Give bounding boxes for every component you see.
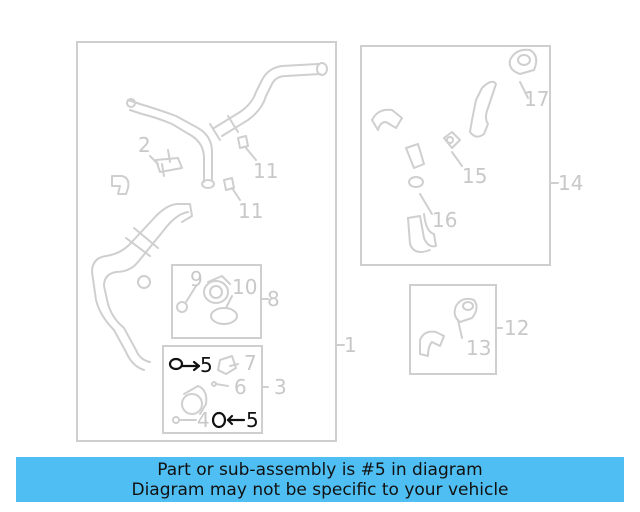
thermostat-housing <box>203 275 231 304</box>
coolant-hose-14 <box>469 80 497 138</box>
bypass-pipe <box>126 98 215 189</box>
fitting-17 <box>508 48 538 75</box>
callout-11a: 11 <box>253 159 278 183</box>
parts-diagram: 1 2 3 4 5 5 6 7 8 9 10 11 11 12 13 14 15… <box>76 41 583 442</box>
hose-12 <box>419 330 445 357</box>
radiator-hose <box>91 203 193 371</box>
callout-3: 3 <box>274 375 287 399</box>
connector-2 <box>155 149 183 177</box>
gasket-4 <box>172 416 180 424</box>
assembly-1-frame <box>76 41 337 442</box>
callout-8: 8 <box>267 287 280 311</box>
callout-12: 12 <box>504 316 529 340</box>
callout-11b: 11 <box>238 199 263 223</box>
clip-11b <box>223 177 235 191</box>
elbow-hose-14 <box>371 108 403 131</box>
water-outlet-housing <box>181 385 208 415</box>
callout-4: 4 <box>197 408 210 432</box>
highlighted-part-5-lower[interactable] <box>211 411 246 429</box>
subassembly-14-frame <box>360 45 551 266</box>
callout-9: 9 <box>190 267 203 291</box>
callout-6: 6 <box>234 375 247 399</box>
callout-10: 10 <box>232 275 257 299</box>
o-ring-9 <box>176 301 188 313</box>
caption-line-2: Diagram may not be specific to your vehi… <box>131 479 509 500</box>
outlet-7 <box>217 355 237 375</box>
gasket-10 <box>210 307 238 325</box>
subassembly-3-frame <box>162 345 263 434</box>
small-elbow-hose <box>111 175 130 195</box>
callout-5-lower[interactable]: 5 <box>246 408 259 432</box>
callout-13: 13 <box>466 336 491 360</box>
highlighted-part-5-upper[interactable] <box>168 357 201 372</box>
info-banner: Part or sub-assembly is #5 in diagram Di… <box>16 457 624 502</box>
callout-2: 2 <box>138 133 151 157</box>
callout-16: 16 <box>432 208 457 232</box>
leader-lines <box>149 81 529 421</box>
callout-1: 1 <box>344 333 357 357</box>
fitting-13 <box>453 297 478 323</box>
callout-17: 17 <box>524 87 549 111</box>
subassembly-12-frame <box>409 284 497 375</box>
callout-7: 7 <box>244 351 257 375</box>
callout-15: 15 <box>462 164 487 188</box>
callout-5-upper[interactable]: 5 <box>200 353 213 377</box>
pipe-16 <box>405 143 437 253</box>
caption-line-1: Part or sub-assembly is #5 in diagram <box>157 459 483 480</box>
clip-11a <box>237 135 249 149</box>
connector-15 <box>443 131 461 149</box>
subassembly-8-frame <box>171 264 262 339</box>
callout-14: 14 <box>558 171 583 195</box>
upper-coolant-hose <box>209 62 328 141</box>
